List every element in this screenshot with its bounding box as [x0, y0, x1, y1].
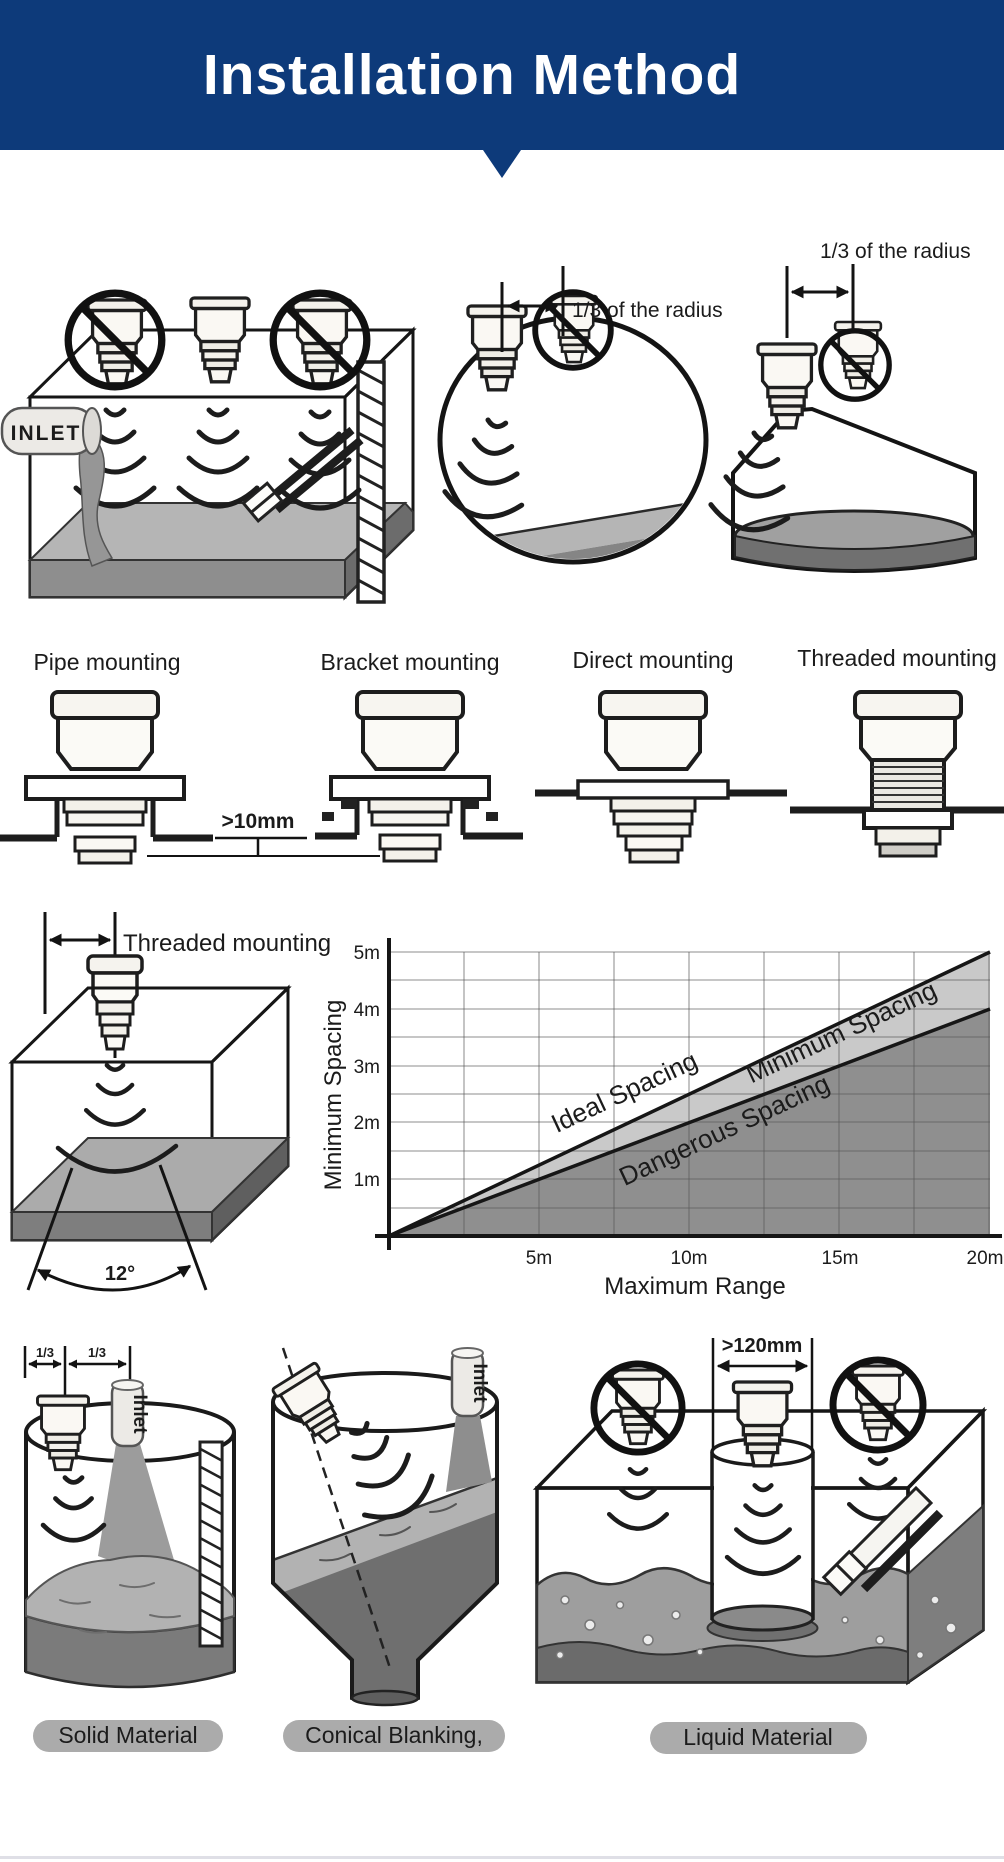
caption-pill: Conical Blanking,: [283, 1720, 505, 1752]
stilling-well: [706, 1437, 819, 1642]
radius-dimension: 1/3 of the radius: [785, 240, 971, 338]
radius-note: 1/3 of the radius: [820, 240, 971, 263]
radius-dimension: 1/3 of the radius: [500, 266, 723, 352]
direct-mounting-diagram: [535, 690, 787, 864]
caption: Solid Material: [58, 1722, 197, 1748]
surface-texture: [59, 1582, 181, 1634]
page-title: Installation Method: [202, 43, 742, 107]
caption: Conical Blanking,: [305, 1722, 483, 1748]
inlet-pipe: Inlet: [450, 1347, 490, 1418]
inlet-label: Inlet: [469, 1363, 490, 1403]
gap-dimension: >10mm: [147, 810, 380, 857]
inlet-stream: [78, 430, 114, 567]
solid-material-diagram: 1/3 1/3 Inlet Solid Ma: [23, 1345, 236, 1752]
caption-pill: Liquid Material: [650, 1722, 867, 1754]
header-pointer-icon: [483, 150, 521, 178]
bottom-divider: [0, 1856, 1004, 1859]
sensor-ok-middle: [189, 296, 251, 384]
mounting-label: Pipe mounting: [33, 649, 180, 675]
beam-structure: [821, 1485, 944, 1597]
caption: Liquid Material: [683, 1724, 833, 1750]
fraction-note: 1/3: [36, 1345, 54, 1360]
sound-waves: [86, 1065, 144, 1124]
conical-blanking-diagram: Inlet Conical Blanking,: [270, 1347, 505, 1752]
y-tick: 2m: [354, 1113, 380, 1134]
grid: [389, 951, 990, 1236]
beam-angle-value: 12°: [105, 1263, 135, 1285]
sound-waves: [179, 410, 257, 506]
pipe-mounting-diagram: [0, 690, 213, 865]
sound-waves: [609, 1469, 667, 1528]
inlet-label: INLET: [11, 422, 82, 445]
beam-angle-diagram: Threaded mounting 12°: [8, 912, 331, 1292]
x-axis-label: Maximum Range: [604, 1273, 785, 1300]
cone-tank-diagram: 1/3 of the radius: [708, 240, 977, 573]
falling-material: [98, 1444, 174, 1574]
mounting-label: Threaded mounting: [797, 645, 996, 671]
dome-tank-diagram: 1/3 of the radius: [437, 266, 723, 565]
ladder-structure: [356, 360, 386, 604]
y-axis-label: Minimum Spacing: [320, 1000, 347, 1191]
fraction-note: 1/3: [88, 1345, 106, 1360]
gap-note: >10mm: [222, 810, 295, 833]
threaded-mounting-diagram: [790, 690, 1004, 858]
y-tick: 4m: [354, 1000, 380, 1021]
gap-dimension: >120mm: [711, 1335, 814, 1450]
minimum-spacing-line: [388, 950, 991, 1238]
mounting-label: Direct mounting: [572, 647, 733, 673]
y-tick: 1m: [354, 1170, 380, 1191]
y-tick: 3m: [354, 1057, 380, 1078]
threaded-mounting-label: Threaded mounting: [123, 930, 331, 957]
mounting-label: Bracket mounting: [321, 649, 500, 675]
inlet-pipe: INLET: [0, 406, 102, 456]
inlet-label: Inlet: [129, 1394, 150, 1434]
y-tick: 5m: [354, 943, 380, 964]
sensor: [86, 954, 144, 1051]
liquid-material-diagram: >120mm Liquid Material: [532, 1335, 988, 1754]
bubbles: [555, 1595, 957, 1660]
inlet-stream: [446, 1416, 492, 1492]
header-banner: Installation Method: [0, 0, 1004, 150]
ladder-structure: [198, 1440, 224, 1648]
gap-note: >120mm: [722, 1335, 803, 1357]
spacing-chart: 5m 4m 3m 2m 1m 5m 10m 15m 20m Minimum Sp…: [320, 938, 1003, 1300]
bracket-mounting-diagram: [315, 690, 523, 863]
dangerous-spacing-line: [388, 1007, 991, 1238]
x-tick: 10m: [671, 1248, 708, 1269]
rect-tank-diagram: INLET: [0, 293, 417, 604]
caption-pill: Solid Material: [33, 1720, 223, 1752]
inlet-pipe: Inlet: [110, 1379, 150, 1448]
sound-waves: [43, 1478, 104, 1541]
x-tick: 5m: [526, 1248, 552, 1269]
radius-note: 1/3 of the radius: [572, 299, 723, 322]
x-tick: 15m: [822, 1248, 859, 1269]
x-tick: 20m: [967, 1248, 1004, 1269]
mounting-row: Pipe mounting Bracket mounting Direct mo…: [0, 645, 1004, 865]
